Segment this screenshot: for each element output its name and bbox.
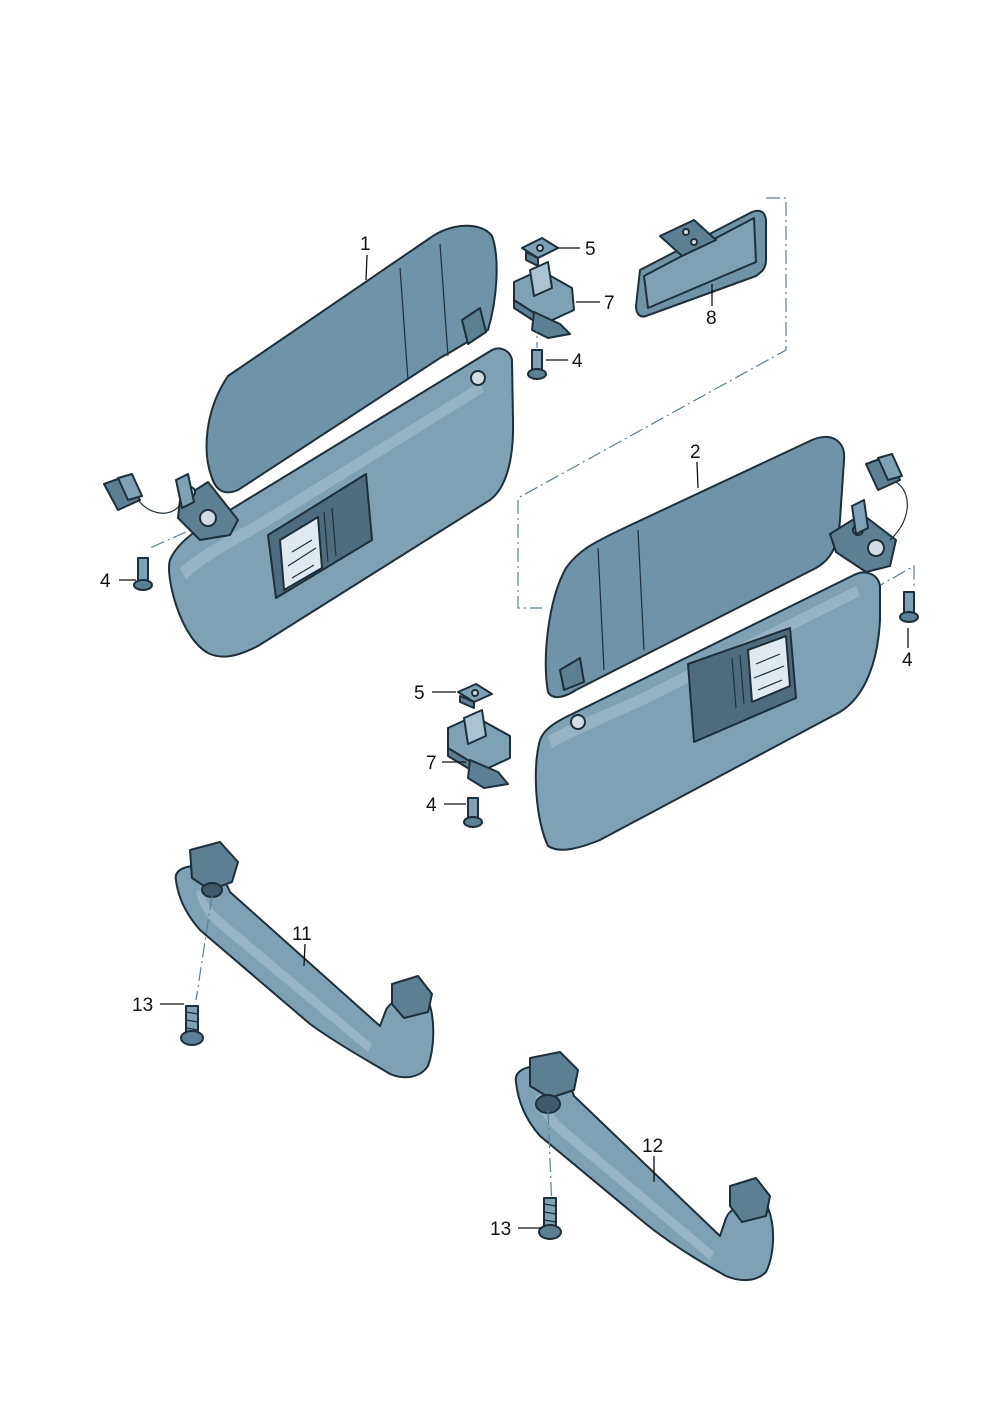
callout-12: 12 bbox=[642, 1136, 663, 1157]
screw-right-mount bbox=[899, 591, 919, 623]
clip-nut-upper bbox=[521, 237, 559, 267]
callout-11: 11 bbox=[292, 924, 312, 945]
callout-4-right: 4 bbox=[902, 650, 913, 671]
callout-5-lower: 5 bbox=[414, 683, 425, 704]
leader-11 bbox=[303, 943, 306, 967]
screw-left-mount bbox=[133, 557, 153, 591]
sun-visor-right bbox=[534, 435, 908, 851]
callout-4-lower: 4 bbox=[426, 795, 437, 816]
callout-4-left: 4 bbox=[100, 571, 111, 592]
clip-nut-lower bbox=[457, 683, 493, 709]
callout-7-lower: 7 bbox=[426, 753, 437, 774]
callout-8: 8 bbox=[706, 308, 717, 329]
bolt-rear bbox=[538, 1197, 562, 1240]
leader-1 bbox=[365, 254, 368, 281]
callout-2: 2 bbox=[690, 442, 701, 463]
grab-handle-front bbox=[174, 841, 435, 1079]
callout-7-upper: 7 bbox=[604, 293, 615, 314]
sun-visor-left bbox=[103, 224, 515, 658]
assembly-line-left-screw bbox=[149, 531, 187, 549]
screw-right-lower bbox=[463, 797, 483, 828]
bolt-front bbox=[180, 1005, 204, 1046]
grab-handle-rear bbox=[514, 1051, 775, 1282]
holder-lower bbox=[447, 709, 511, 789]
callout-13-rear: 13 bbox=[490, 1219, 511, 1240]
callout-13-front: 13 bbox=[132, 995, 153, 1016]
holder-upper bbox=[513, 261, 575, 339]
callout-1: 1 bbox=[360, 234, 371, 255]
assembly-line-mirror bbox=[517, 197, 787, 609]
leader-2 bbox=[696, 461, 699, 489]
assembly-line-right-screw bbox=[871, 564, 915, 591]
screw-left-upper bbox=[527, 349, 547, 380]
callout-5-upper: 5 bbox=[585, 239, 596, 260]
mirror-panel bbox=[635, 209, 767, 318]
callout-4-upper: 4 bbox=[572, 351, 583, 372]
